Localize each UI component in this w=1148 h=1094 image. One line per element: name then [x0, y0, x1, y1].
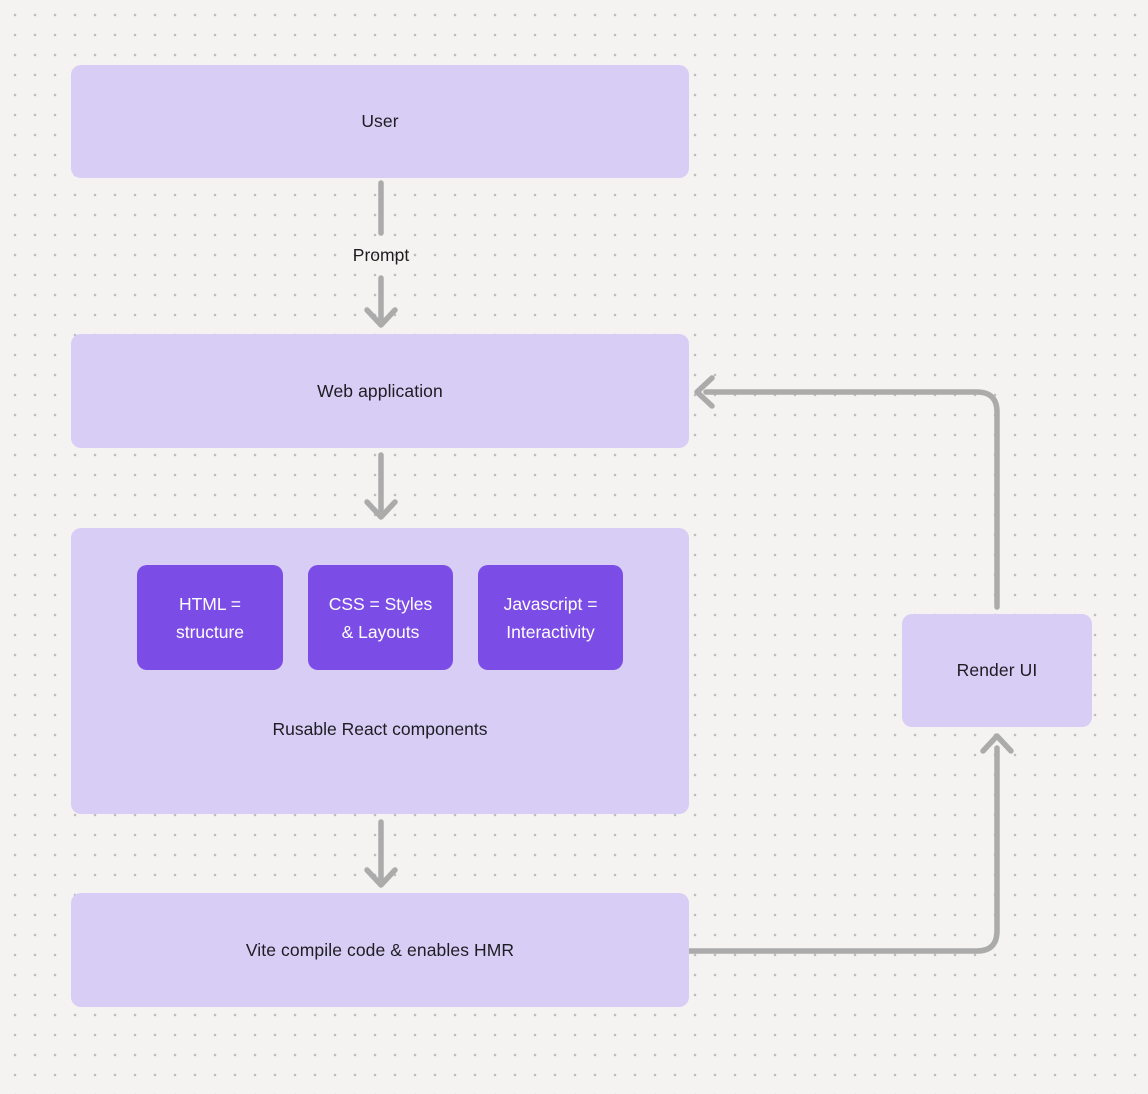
subnode-css-label-line2: & Layouts: [341, 621, 420, 642]
subnode-javascript-label-line1: Javascript =: [503, 593, 598, 614]
subnode-javascript: Javascript = Interactivity: [478, 565, 623, 670]
edge-render-to-webapp-arrowhead: [694, 375, 715, 409]
node-user-label: User: [361, 111, 399, 131]
node-web-application: Web application: [71, 334, 689, 448]
node-vite: Vite compile code & enables HMR: [71, 893, 689, 1007]
subnode-javascript-label-line2: Interactivity: [506, 621, 595, 642]
subnode-html: HTML = structure: [137, 565, 283, 670]
subnode-css-label-line1: CSS = Styles: [328, 593, 433, 614]
edge-vite-to-render-line: [686, 745, 1000, 954]
node-render-ui-label: Render UI: [956, 660, 1038, 680]
node-vite-label: Vite compile code & enables HMR: [245, 939, 515, 960]
node-user: User: [71, 65, 689, 178]
edge-vite-to-render-arrowhead: [980, 733, 1014, 754]
edge-webapp-to-components-arrowhead: [364, 499, 398, 520]
subnode-html-label-line1: HTML =: [178, 593, 242, 614]
edge-label-prompt: Prompt: [352, 245, 410, 265]
subnode-html-label-line2: structure: [175, 621, 245, 642]
edge-render-to-webapp-line: [703, 389, 1000, 610]
edge-prompt-to-webapp-arrowhead: [364, 307, 398, 328]
edge-components-to-vite-arrowhead: [364, 867, 398, 888]
components-caption: Rusable React components: [272, 719, 488, 739]
node-render-ui: Render UI: [902, 614, 1092, 727]
subnode-css: CSS = Styles & Layouts: [308, 565, 453, 670]
node-web-application-label: Web application: [317, 380, 443, 401]
